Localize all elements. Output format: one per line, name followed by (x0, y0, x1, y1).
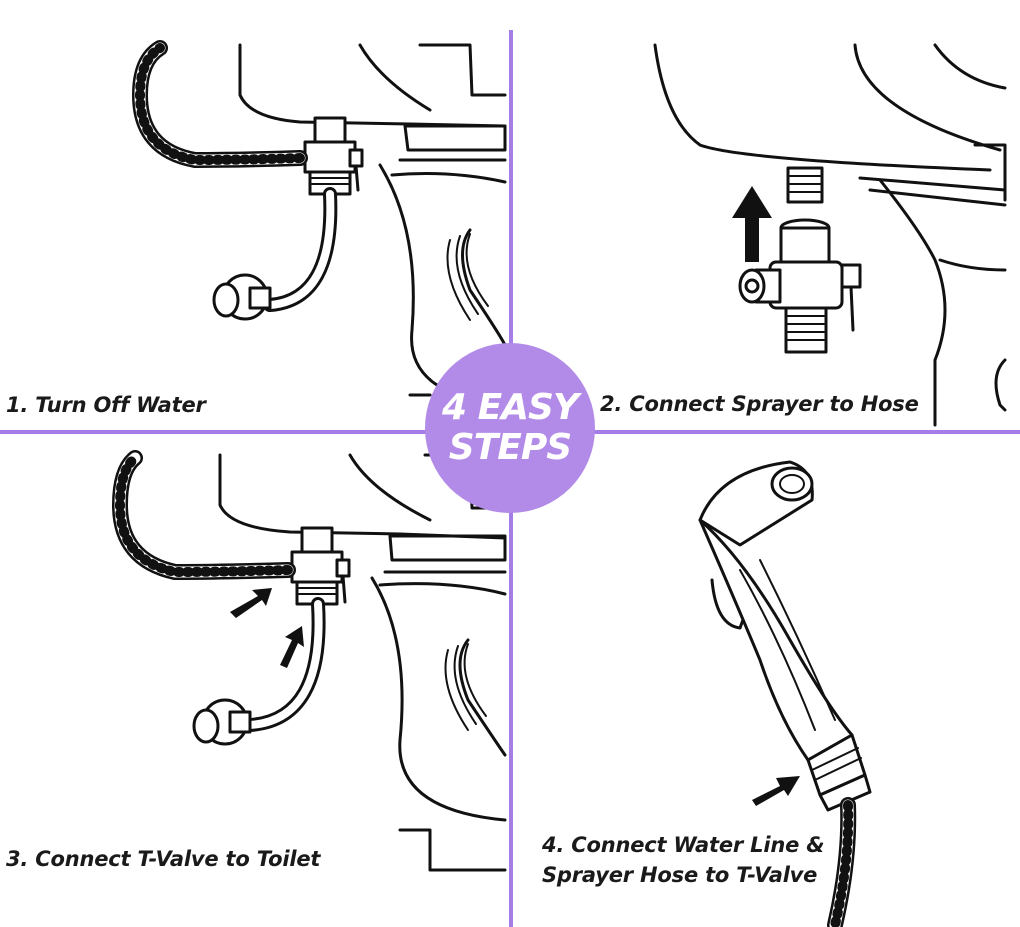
badge-line-2: STEPS (448, 427, 572, 468)
shutoff-valve-icon (212, 273, 272, 321)
step-4-caption: 4. Connect Water Line & Sprayer Hose to … (542, 830, 842, 890)
toilet-tank-icon (238, 43, 507, 128)
t-valve-icon (290, 526, 351, 606)
arrow-icon (280, 626, 304, 668)
badge-line-1: 4 EASY (441, 387, 579, 428)
step-4-caption-line-1: 4. Connect Water Line & (542, 833, 825, 857)
arrow-icon (752, 776, 800, 806)
step-3-caption: 3. Connect T-Valve to Toilet (6, 847, 321, 871)
shutoff-valve-icon (192, 698, 252, 746)
panel-1-illustration (132, 40, 507, 407)
panel-2-illustration (653, 43, 1007, 427)
t-valve-icon (738, 218, 862, 354)
bidet-sprayer-icon (698, 460, 872, 812)
panel-4-illustration (698, 460, 872, 927)
arrow-icon (230, 588, 272, 618)
toilet-tank-icon (653, 43, 992, 172)
toilet-tank-icon (218, 453, 507, 540)
t-valve-icon (303, 116, 364, 196)
arrow-icon (732, 186, 772, 262)
steps-badge: 4 EASY STEPS (425, 343, 595, 513)
step-2-caption: 2. Connect Sprayer to Hose (600, 392, 919, 416)
step-4-caption-line-2: Sprayer Hose to T-Valve (542, 863, 818, 887)
step-1-caption: 1. Turn Off Water (6, 393, 206, 417)
panel-3-illustration (112, 450, 507, 872)
